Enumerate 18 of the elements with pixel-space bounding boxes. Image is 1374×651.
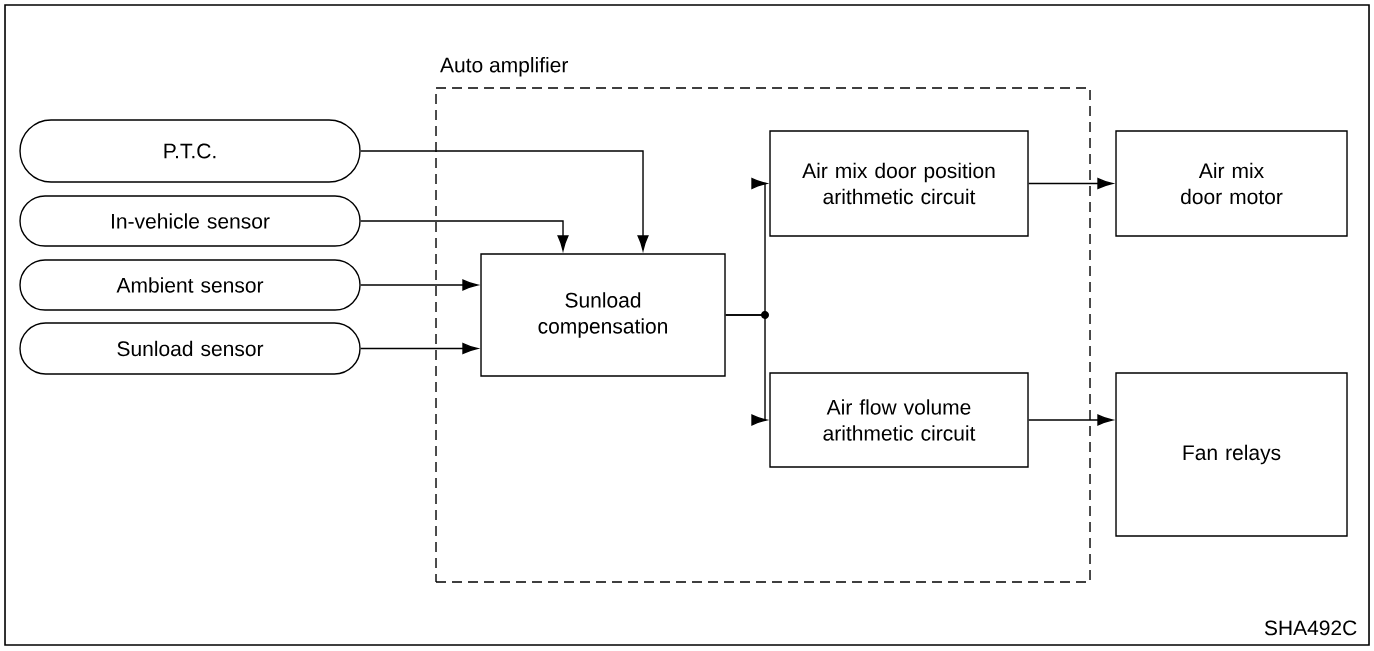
arrow (725, 314, 767, 426)
box-title: Auto amplifier (440, 57, 568, 77)
process-box: Air flow volume arithmetic circuit (769, 372, 1029, 468)
sensor-pill: In-vehicle sensor (19, 195, 361, 247)
process-box: Air mix door motor (1115, 130, 1348, 237)
figure-code: SHA492C (1264, 620, 1357, 636)
process-box: Sunload compensation (480, 253, 726, 377)
sensor-pill: P.T.C. (19, 119, 361, 183)
process-box: Fan relays (1115, 372, 1348, 537)
process-box: Air mix door position arithmetic circuit (769, 130, 1029, 237)
arrow (360, 220, 569, 251)
arrow (1028, 177, 1113, 190)
arrow (360, 150, 649, 251)
arrow (360, 279, 478, 291)
arrow (1028, 414, 1113, 426)
arrow (360, 342, 478, 355)
sensor-pill: Sunload sensor (19, 322, 361, 375)
sensor-pill: Ambient sensor (19, 259, 361, 311)
